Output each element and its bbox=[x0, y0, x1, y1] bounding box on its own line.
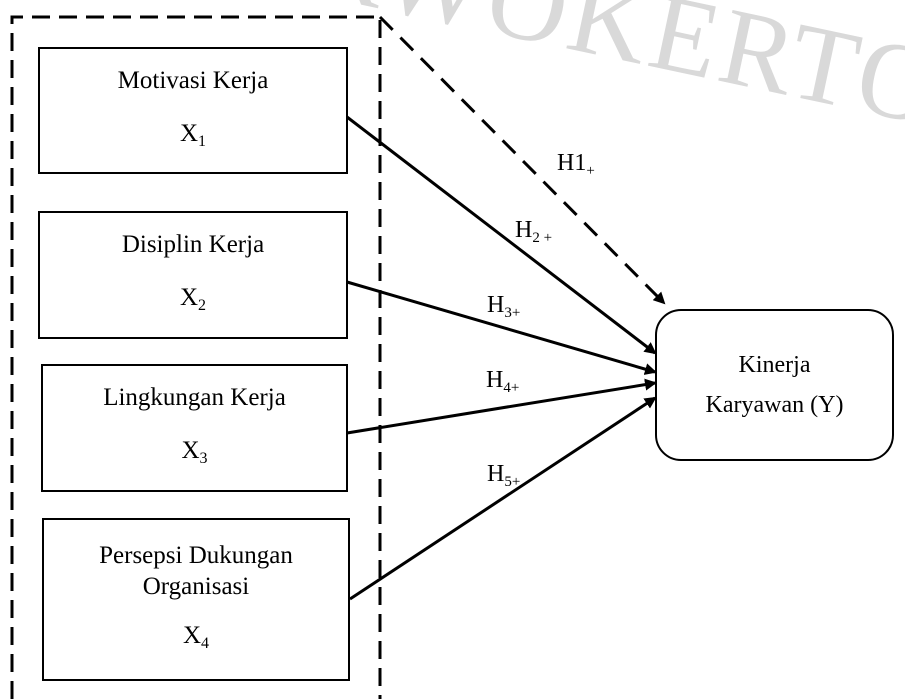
independent-variables-group-frame bbox=[10, 15, 382, 699]
h1-label: H1+ bbox=[557, 150, 595, 179]
karyawan-label: Karyawan (Y) bbox=[705, 392, 844, 418]
h3-label: H3+ bbox=[487, 292, 521, 321]
h2-label: H2 + bbox=[515, 217, 553, 246]
h4-arrow bbox=[346, 378, 657, 435]
motivasi-kerja-label: Motivasi Kerja bbox=[117, 66, 269, 94]
persepsi-dukungan-label-line2: Organisasi bbox=[142, 573, 250, 600]
h5-label: H5+ bbox=[487, 461, 521, 490]
motivasi-kerja-box: Motivasi Kerja X1 bbox=[38, 47, 348, 174]
lingkungan-kerja-label: Lingkungan Kerja bbox=[103, 384, 286, 411]
persepsi-dukungan-label-line1: Persepsi Dukungan bbox=[99, 542, 293, 569]
persepsi-dukungan-organisasi-box: Persepsi Dukungan Organisasi X4 bbox=[42, 518, 350, 681]
h4-label: H4+ bbox=[486, 367, 520, 396]
lingkungan-kerja-box: Lingkungan Kerja X3 bbox=[41, 364, 348, 492]
x3-variable: X3 bbox=[181, 437, 208, 467]
disiplin-kerja-box: Disiplin Kerja X2 bbox=[38, 211, 348, 339]
x2-variable: X2 bbox=[179, 284, 207, 314]
disiplin-kerja-label: Disiplin Kerja bbox=[121, 231, 265, 258]
h1-arrow bbox=[378, 15, 666, 305]
kinerja-karyawan-box: Kinerja Karyawan (Y) bbox=[655, 309, 894, 461]
h3-arrow bbox=[346, 280, 657, 375]
h2-arrow bbox=[346, 115, 657, 355]
x4-variable: X4 bbox=[182, 622, 210, 652]
x1-variable: X1 bbox=[179, 119, 207, 150]
h5-arrow bbox=[349, 396, 657, 601]
kinerja-label: Kinerja bbox=[738, 352, 811, 378]
